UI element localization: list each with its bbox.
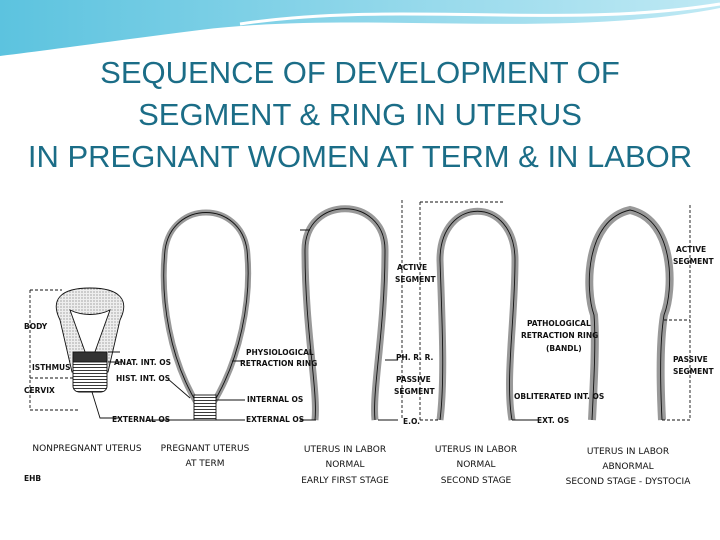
caption-fig5: SECOND STAGE - DYSTOCIA — [566, 477, 692, 487]
labor-dystocia-figure — [585, 205, 691, 421]
label-passive-segment: SEGMENT — [394, 387, 436, 396]
label-anat-int-os: ANAT. INT. OS — [114, 358, 171, 367]
label-external-os: EXTERNAL OS — [112, 415, 170, 424]
label-active-segment: ACTIVE — [397, 263, 427, 272]
title-line: SEGMENT & RING IN UTERUS — [138, 97, 582, 132]
label-pathological: PATHOLOGICAL — [527, 319, 591, 328]
label-passive-segment-2: SEGMENT — [673, 367, 715, 376]
caption-fig2: PREGNANT UTERUS — [161, 444, 250, 454]
label-obliterated-int-os: OBLITERATED INT. OS — [514, 392, 604, 401]
label-bandl: (BANDL) — [546, 344, 582, 353]
header-wave-decoration — [0, 0, 720, 56]
label-ph-rr: PH. R. R. — [396, 353, 434, 362]
caption-fig5: UTERUS IN LABOR — [587, 447, 669, 457]
label-passive-segment: PASSIVE — [396, 375, 431, 384]
labor-normal-second-stage-figure — [419, 201, 540, 421]
label-body: BODY — [24, 322, 48, 331]
uterus-diagram: BODY ISTHMUS CERVIX ANAT. INT. OS HIST. … — [24, 200, 715, 487]
labor-early-first-stage-figure — [300, 200, 403, 421]
caption-fig3: UTERUS IN LABOR — [304, 445, 386, 455]
pregnant-uterus-figure — [150, 209, 252, 421]
caption-fig1: NONPREGNANT UTERUS — [32, 444, 141, 454]
caption-fig3: NORMAL — [325, 460, 364, 470]
label-active-segment-2: ACTIVE — [676, 245, 706, 254]
label-retraction-ring: RETRACTION RING — [240, 359, 317, 368]
caption-fig3: EARLY FIRST STAGE — [301, 476, 389, 486]
title-line: SEQUENCE OF DEVELOPMENT OF — [100, 55, 620, 90]
label-internal-os: INTERNAL OS — [247, 395, 303, 404]
label-isthmus: ISTHMUS — [32, 363, 71, 372]
nonpregnant-uterus-figure — [29, 287, 125, 419]
title-line: IN PREGNANT WOMEN AT TERM & IN LABOR — [27, 139, 693, 174]
label-active-segment: SEGMENT — [395, 275, 437, 284]
label-cervix: CERVIX — [24, 386, 55, 395]
label-active-segment-2: SEGMENT — [673, 257, 715, 266]
caption-fig5: ABNORMAL — [602, 462, 653, 472]
label-pathological-ring: RETRACTION RING — [521, 331, 598, 340]
caption-fig4: SECOND STAGE — [441, 476, 512, 486]
label-passive-segment-2: PASSIVE — [673, 355, 708, 364]
caption-fig4: UTERUS IN LABOR — [435, 445, 517, 455]
label-external-os-2: EXTERNAL OS — [246, 415, 304, 424]
figure-captions: NONPREGNANT UTERUS PREGNANT UTERUS AT TE… — [32, 444, 691, 487]
caption-fig2: AT TERM — [185, 459, 224, 469]
artist-mark: EHB — [24, 474, 41, 483]
label-hist-int-os: HIST. INT. OS — [116, 374, 170, 383]
label-physiological: PHYSIOLOGICAL — [246, 348, 314, 357]
slide-title: SEQUENCE OF DEVELOPMENT OF SEGMENT & RIN… — [0, 52, 720, 178]
label-eo: E.O. — [403, 417, 420, 426]
label-ext-os: EXT. OS — [537, 416, 569, 425]
diagram-labels: BODY ISTHMUS CERVIX ANAT. INT. OS HIST. … — [24, 245, 715, 483]
caption-fig4: NORMAL — [456, 460, 495, 470]
